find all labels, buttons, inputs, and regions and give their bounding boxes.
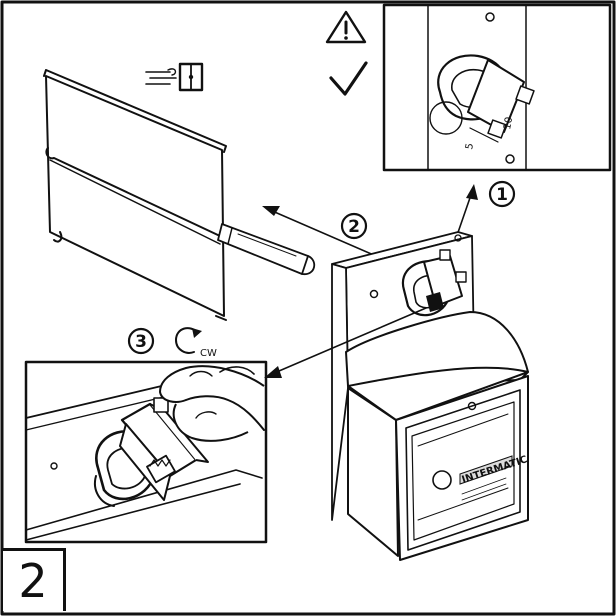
svg-text:3: 3 bbox=[135, 332, 147, 352]
inset-correct-orientation: 10 5 bbox=[382, 3, 612, 172]
clockwise-arrow-icon bbox=[175, 327, 202, 354]
callout-3: 3 bbox=[127, 327, 155, 355]
svg-text:2: 2 bbox=[348, 217, 360, 237]
step-number-box: 2 bbox=[3, 548, 66, 611]
inset-tighten-clamp bbox=[24, 360, 268, 544]
svg-text:1: 1 bbox=[496, 185, 508, 205]
check-icon bbox=[329, 61, 368, 96]
damper-blade bbox=[43, 69, 227, 321]
actuator-clamp bbox=[401, 249, 467, 317]
callout-2: 2 bbox=[340, 212, 368, 240]
arrow-mount-on-shaft bbox=[262, 206, 377, 257]
scale-label-ten: 10 bbox=[502, 116, 515, 130]
rotation-label: CW bbox=[200, 348, 217, 359]
damper-shaft bbox=[217, 223, 316, 275]
step-number: 2 bbox=[18, 554, 48, 608]
actuator-housing: INTERMATIC bbox=[345, 311, 529, 561]
arrow-to-detail bbox=[264, 307, 427, 378]
airflow-damper-icon bbox=[145, 62, 204, 92]
warning-icon bbox=[325, 10, 367, 44]
scale-label-five: 5 bbox=[464, 142, 476, 150]
callout-1: 1 bbox=[488, 180, 516, 208]
